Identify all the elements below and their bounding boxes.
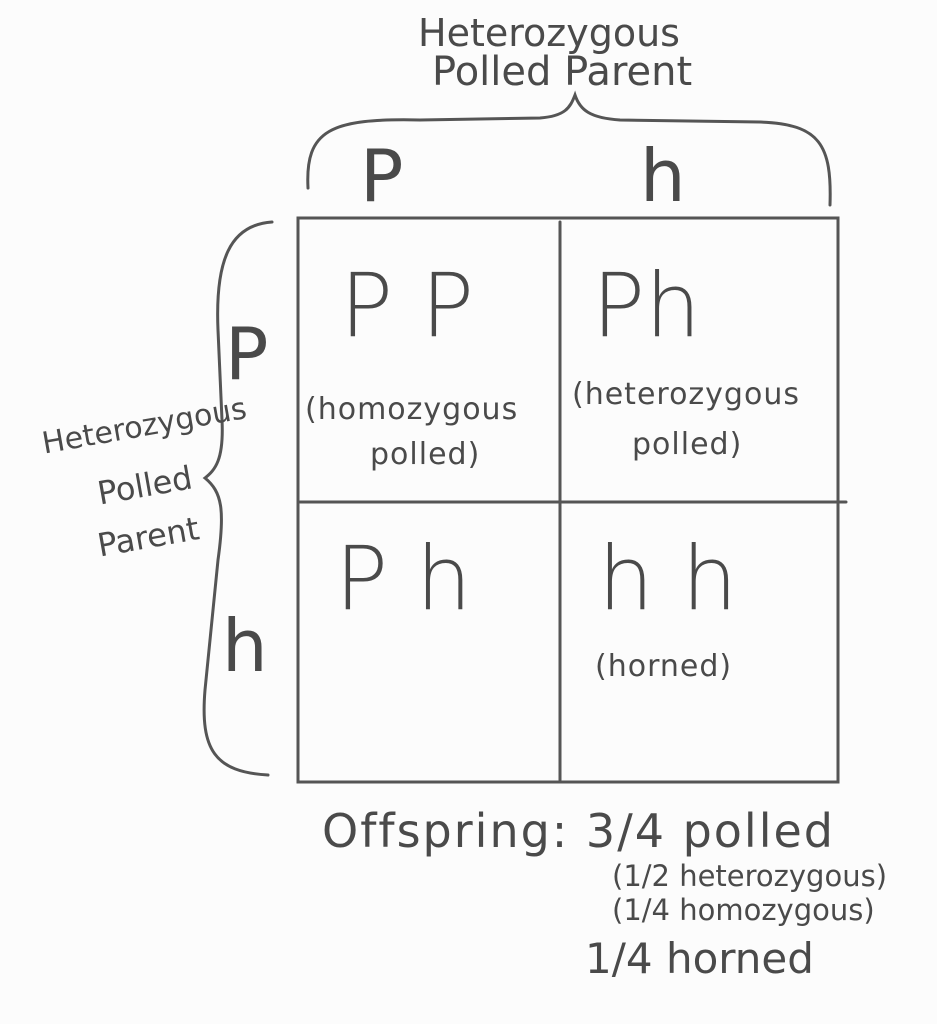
left-brace xyxy=(202,220,274,777)
top-parent-label-line1: Heterozygous xyxy=(418,11,680,55)
cell-pp-note-line1: (homozygous xyxy=(305,392,519,427)
top-brace xyxy=(306,90,832,207)
punnett-grid-border xyxy=(296,216,840,784)
top-allele-h: h xyxy=(640,134,686,218)
left-allele-h: h xyxy=(222,604,268,688)
offspring-horned: 1/4 horned xyxy=(585,934,814,983)
top-allele-p: P xyxy=(360,134,404,218)
cell-pp-note-line2: polled) xyxy=(370,437,481,472)
top-parent-label-line2: Polled Parent xyxy=(432,49,693,95)
offspring-detail-heterozygous: (1/2 heterozygous) xyxy=(612,859,888,893)
cell-hh-genotype: h h xyxy=(598,527,738,630)
cell-ph-top-note-line1: (heterozygous xyxy=(572,377,800,412)
offspring-detail-homozygous: (1/4 homozygous) xyxy=(612,893,875,927)
cell-ph-top-note-line2: polled) xyxy=(632,427,743,462)
cell-ph-top-genotype: Ph xyxy=(592,254,701,357)
offspring-summary: Offspring: 3/4 polled xyxy=(322,804,835,858)
cell-ph-bottom-genotype: P h xyxy=(335,527,472,630)
cell-pp-genotype: P P xyxy=(340,254,475,357)
cell-hh-note: (horned) xyxy=(595,649,733,684)
left-allele-p: P xyxy=(225,312,269,396)
